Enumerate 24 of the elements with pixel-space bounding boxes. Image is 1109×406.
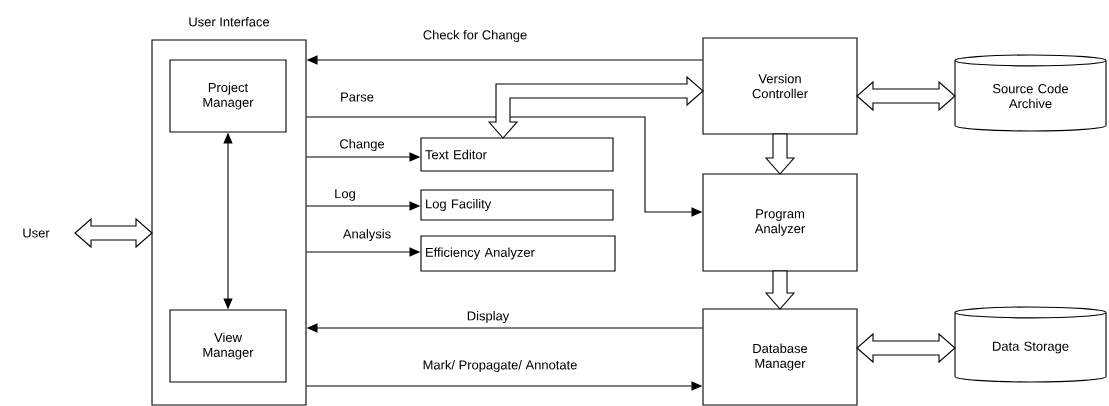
edge-label: Check for Change xyxy=(421,28,529,44)
node-label: User xyxy=(23,228,50,238)
cylinder: Source Code Archive xyxy=(954,54,1107,132)
edge-label: Parse xyxy=(339,91,375,103)
edge-label: Analysis xyxy=(341,227,393,243)
process-box: Database Manager xyxy=(702,308,858,406)
process-box: Efficiency Analyzer xyxy=(420,235,616,272)
cylinder: Data Storage xyxy=(954,306,1107,383)
edge-label: Log xyxy=(333,188,357,202)
block-arrow xyxy=(856,332,956,364)
edge-label: Mark/ Propagate/ Annotate xyxy=(421,358,579,374)
block-arrow xyxy=(856,80,956,112)
process-box: Log Facility xyxy=(420,189,614,221)
process-box: Program Analyzer xyxy=(702,173,858,272)
process-box: Text Editor xyxy=(420,137,614,172)
process-box: Version Controller xyxy=(702,37,858,135)
edge-label: Display xyxy=(465,309,511,325)
block-arrow xyxy=(74,217,153,249)
block-arrow xyxy=(764,270,796,310)
node-label: User Interface xyxy=(189,16,270,27)
process-box: View Manager xyxy=(169,309,287,383)
edge-label: Change xyxy=(338,137,386,153)
block-arrow xyxy=(764,133,796,175)
process-box: Project Manager xyxy=(169,59,287,133)
